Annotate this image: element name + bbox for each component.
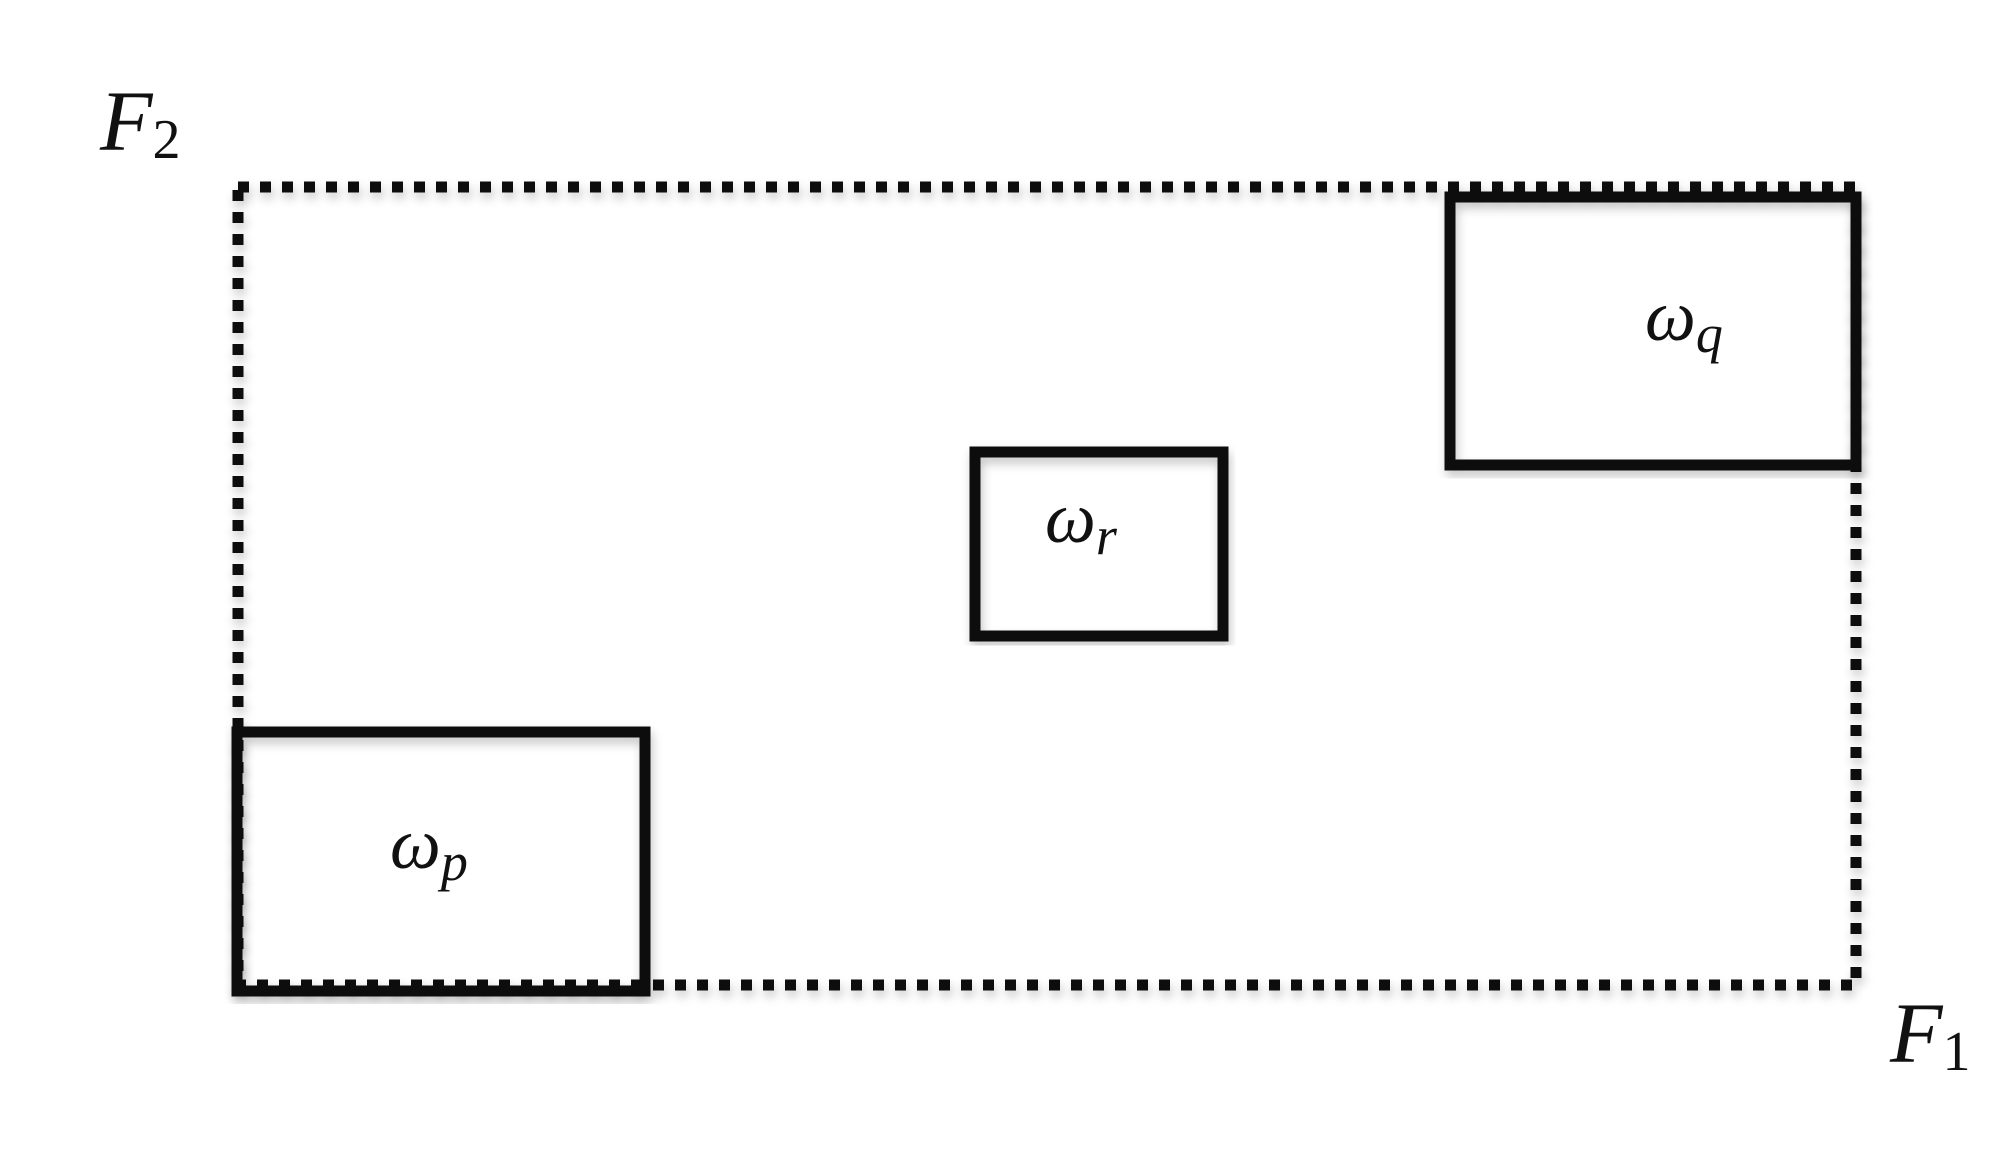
outer-dotted-region	[232, 181, 1862, 991]
x-axis-label: F1	[1889, 985, 1971, 1083]
label-omega-r: ωr	[1045, 478, 1118, 566]
hyperbox-omega-p	[231, 726, 651, 997]
label-omega-p: ωp	[390, 804, 468, 892]
y-axis-label: F2	[99, 73, 181, 171]
hyperbox-omega-r	[969, 446, 1229, 642]
hyperbox-omega-q	[1444, 191, 1862, 471]
label-omega-q: ωq	[1645, 276, 1723, 364]
